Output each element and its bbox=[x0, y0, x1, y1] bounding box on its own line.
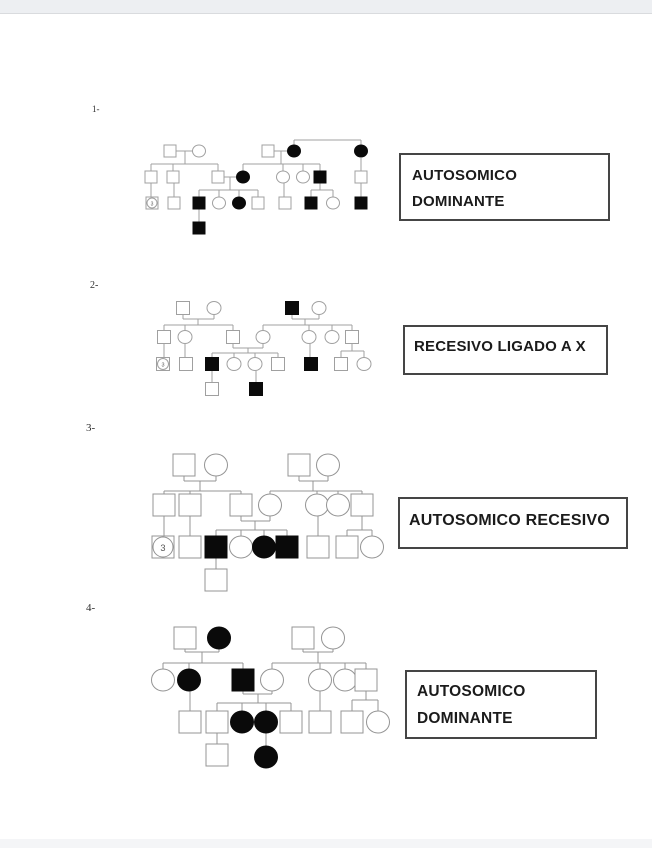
diagnosis-text-line: AUTOSOMICO bbox=[412, 167, 518, 184]
pedigree-chart-2: 3 bbox=[156, 301, 372, 396]
item-number-3: 3- bbox=[86, 422, 96, 434]
diagnosis-box-1: AUTOSOMICO DOMINANTE bbox=[399, 153, 610, 221]
pedigree-chart-3: 3 bbox=[151, 453, 384, 592]
pedigree-chart-4 bbox=[151, 626, 390, 769]
svg-text:3: 3 bbox=[161, 362, 164, 368]
diagnosis-text-line: AUTOSOMICO RECESIVO bbox=[409, 512, 610, 529]
item-number-1: 1- bbox=[92, 104, 100, 114]
diagnosis-text-line: RECESIVO LIGADO A X bbox=[414, 338, 586, 355]
svg-text:3: 3 bbox=[151, 201, 154, 207]
pedigree-chart-1: 3 bbox=[144, 139, 368, 235]
svg-text:3: 3 bbox=[160, 543, 165, 553]
diagnosis-box-3: AUTOSOMICO RECESIVO bbox=[398, 497, 628, 549]
item-number-4: 4- bbox=[86, 602, 96, 614]
diagnosis-box-4: AUTOSOMICO DOMINANTE bbox=[405, 670, 597, 739]
item-number-2: 2- bbox=[90, 280, 99, 291]
diagnosis-text-line: DOMINANTE bbox=[417, 710, 513, 727]
page-top-margin-bar bbox=[0, 0, 652, 14]
diagnosis-text-line: AUTOSOMICO bbox=[417, 683, 526, 700]
diagnosis-text-line: DOMINANTE bbox=[412, 193, 505, 210]
diagnosis-box-2: RECESIVO LIGADO A X bbox=[403, 325, 608, 375]
page-bottom-margin-bar bbox=[0, 839, 652, 848]
